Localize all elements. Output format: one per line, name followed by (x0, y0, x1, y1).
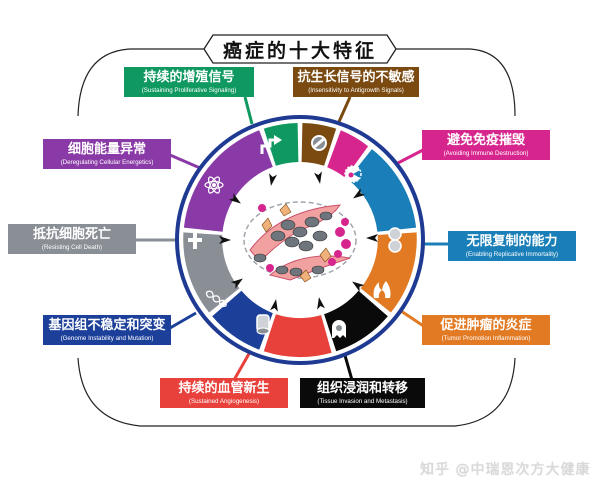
label-antigrowth: 抗生长信号的不敏感 (Insensitivity to Antigrowth S… (293, 67, 419, 97)
label-en: (Sustained Angiogenesis) (188, 397, 260, 405)
arrow-icon (317, 297, 325, 310)
label-zh: 促进肿瘤的炎症 (440, 317, 532, 333)
segment-immune (327, 130, 369, 178)
arrow-icon (353, 188, 366, 199)
label-zh: 抗生长信号的不敏感 (297, 69, 415, 85)
arrow-icon (352, 281, 365, 292)
label-zh: 组织浸润和转移 (316, 380, 408, 396)
label-proliferative: 持续的增殖信号 (Sustaining Proliferative Signal… (124, 67, 254, 97)
label-inflammation: 促进肿瘤的炎症 (Tumor Promotion Inflammation) (422, 315, 550, 345)
tumor-illustration-icon (243, 201, 357, 283)
label-zh: 持续的血管新生 (178, 380, 270, 396)
label-en: (Genome Instability and Mutation) (60, 334, 154, 342)
arrow-icon (219, 236, 231, 244)
watermark: 知乎 @中瑞恩次方大健康 (420, 462, 591, 478)
ghost-cell-icon (332, 320, 346, 338)
label-en: (Sustaining Proliferative Signaling) (141, 86, 237, 94)
label-zh: 持续的增殖信号 (143, 69, 235, 85)
segment-proliferative (263, 123, 299, 166)
label-metastasis: 组织浸润和转移 (Tissue Invasion and Metastasis) (300, 378, 425, 408)
hallmark-segments (183, 123, 417, 358)
segment-angiogenesis (263, 314, 332, 358)
arrow-icon (230, 278, 243, 289)
label-zh: 避免免疫摧毁 (446, 132, 525, 148)
arrow-icon (366, 234, 378, 242)
frame-top-left (77, 48, 205, 117)
segment-energetics (183, 130, 273, 232)
frame-bottom-left (77, 357, 516, 427)
label-genome: 基因组不稳定和突变 (Genome Instability and Mutati… (43, 315, 171, 345)
label-immortality: 无限复制的能力 (Enabling Replicative Immortalit… (448, 231, 576, 261)
label-zh: 抵抗细胞死亡 (32, 226, 111, 242)
no-entry-icon (311, 135, 327, 151)
pacman-cell-icon (344, 165, 362, 183)
inward-arrows (219, 171, 378, 312)
infinity-icon (388, 227, 402, 253)
arrow-up-right-icon (260, 135, 282, 154)
vessel-icon (256, 314, 270, 335)
label-en: (Enabling Replicative Immortality) (465, 250, 559, 258)
connector-energetics (169, 153, 201, 170)
label-en: (Resisting Cell Death) (41, 243, 103, 251)
title-frame (203, 34, 397, 64)
arrow-icon (269, 173, 277, 186)
flame-icon (373, 281, 391, 298)
atom-icon (204, 176, 224, 194)
connector-genome (169, 311, 197, 330)
page-title: 癌症的十大特征 (222, 39, 377, 62)
label-en: (Tumor Promotion Inflammation) (441, 334, 531, 342)
connector-immune (395, 148, 424, 166)
label-angiogenesis: 持续的血管新生 (Sustained Angiogenesis) (160, 378, 288, 408)
connector-antigrowth (336, 96, 352, 125)
dna-icon (205, 290, 227, 308)
arrow-icon (228, 193, 241, 204)
segment-immortality (347, 149, 417, 232)
connector-inflammation (397, 307, 426, 329)
label-immune: 避免免疫摧毁 (Avoiding Immune Destruction) (422, 130, 550, 160)
connector-angiogenesis (232, 351, 252, 381)
cross-icon (188, 233, 202, 249)
label-zh: 细胞能量异常 (67, 141, 146, 157)
label-en: (Tissue Invasion and Metastasis) (317, 397, 408, 405)
label-zh: 基因组不稳定和突变 (48, 317, 166, 333)
segment-celldeath (183, 232, 240, 313)
arrow-icon (314, 171, 322, 184)
arrow-icon (270, 299, 278, 312)
label-zh: 无限复制的能力 (466, 233, 558, 249)
connector-metastasis (342, 351, 354, 381)
label-energetics: 细胞能量异常 (Deregulating Cellular Energetics… (43, 139, 171, 169)
connector-proliferative (243, 96, 254, 125)
label-en: (Insensitivity to Antigrowth Signals) (308, 86, 404, 94)
segment-genome (212, 290, 273, 350)
label-en: (Avoiding Immune Destruction) (443, 149, 529, 157)
frame-top-right (395, 48, 516, 117)
label-celldeath: 抵抗细胞死亡 (Resisting Cell Death) (8, 224, 136, 254)
label-en: (Deregulating Cellular Energetics) (60, 158, 154, 166)
